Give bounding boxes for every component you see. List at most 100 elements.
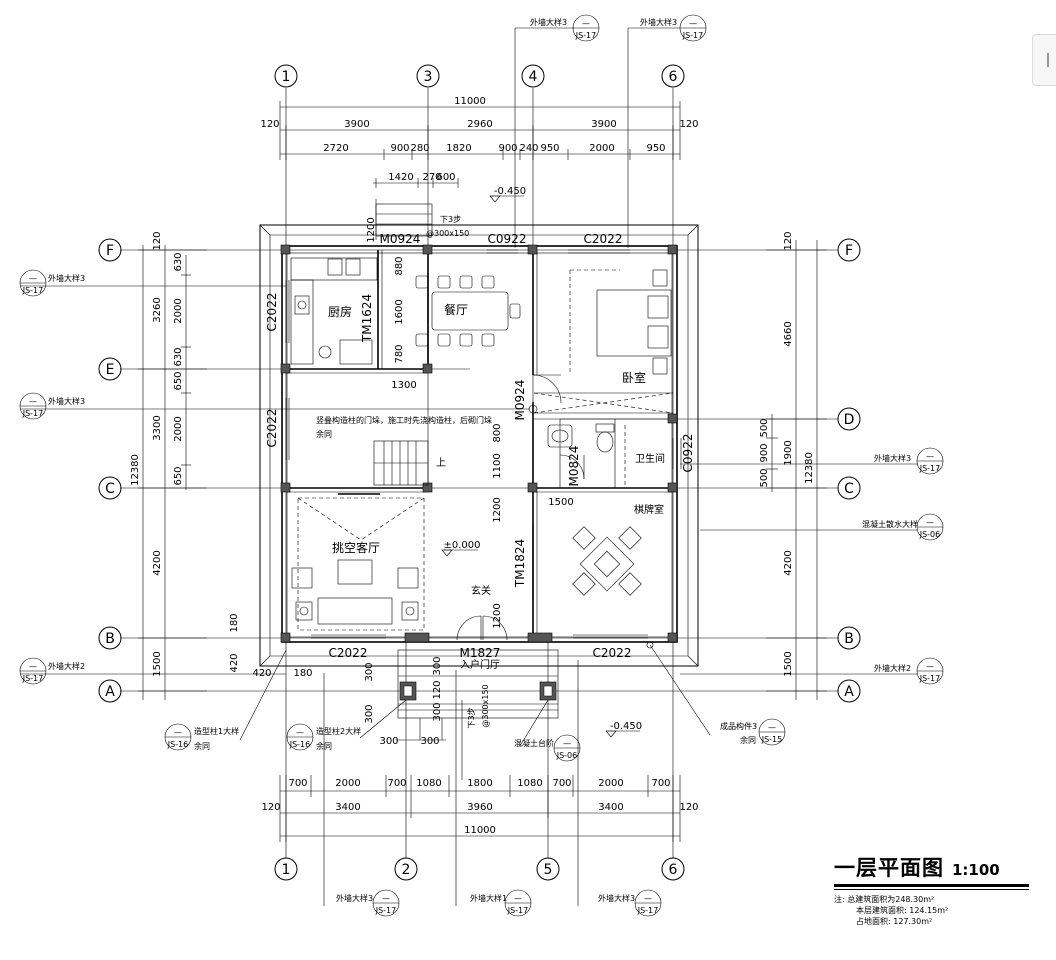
svg-text:3900: 3900 [591,119,616,130]
svg-text:C2022: C2022 [329,646,368,660]
svg-text:—: — [926,662,934,671]
rear-steps [375,199,433,240]
svg-text:420: 420 [252,668,271,679]
svg-text:120: 120 [152,231,163,250]
svg-text:—: — [382,894,390,903]
axis-bubbles-top: 1 3 4 6 [274,64,685,88]
svg-text:±0.000: ±0.000 [443,540,480,551]
svg-text:2000: 2000 [598,778,623,789]
svg-text:JS-17: JS-17 [637,906,659,915]
svg-text:1100: 1100 [492,453,503,478]
side-panel-toggle[interactable] [1032,34,1056,86]
axis-label: 1 [282,69,291,85]
svg-text:外墙大样3: 外墙大样3 [336,893,373,903]
svg-text:M0924: M0924 [513,380,527,421]
svg-text:900: 900 [759,443,770,462]
svg-text:外墙大样2: 外墙大样2 [874,663,911,673]
svg-text:300: 300 [379,736,398,747]
axis-label: 2 [402,862,411,878]
svg-text:—: — [768,723,776,732]
chess-table [572,526,642,596]
svg-text:2000: 2000 [173,298,184,323]
title-main: 一层平面图 [834,856,944,880]
svg-text:3400: 3400 [598,802,623,813]
axis-label: B [105,631,115,647]
svg-text:M1827: M1827 [460,646,501,660]
bathroom-fixtures [547,423,626,488]
eaves-outline [259,224,699,667]
svg-text:180: 180 [293,668,312,679]
svg-text:—: — [926,518,934,527]
svg-text:120: 120 [783,231,794,250]
staircase [373,440,429,486]
living-room-furniture [291,493,425,631]
callout-leaders [20,27,918,906]
svg-text:1500: 1500 [548,497,573,508]
svg-text:下3步: 下3步 [440,215,461,224]
svg-text:—: — [689,19,697,28]
svg-text:—: — [296,728,304,737]
svg-text:造型柱2大样: 造型柱2大样 [316,726,361,736]
room-chess: 棋牌室 [634,503,664,516]
svg-text:280: 280 [410,143,429,154]
svg-text:JS-17: JS-17 [22,674,44,683]
svg-text:2000: 2000 [173,416,184,441]
bedroom-furniture [533,269,674,414]
svg-text:180: 180 [229,613,240,632]
svg-text:880: 880 [394,256,405,275]
room-kitchen: 厨房 [328,304,352,319]
left-dimension-text: 120 3260 3300 4200 1500 12380 630 2000 6… [130,231,184,676]
grid-lines [120,88,838,858]
axis-bubbles-bottom: 1 2 5 6 [274,857,685,881]
svg-text:900: 900 [498,143,517,154]
svg-text:800: 800 [492,423,503,442]
svg-text:630: 630 [173,347,184,366]
misc-dimensions: 1300 1500 1200 880 1600 780 800 1100 120… [229,217,574,747]
note-line: 注: 总建筑面积为248.30m² [834,895,935,904]
room-labels: 厨房 餐厅 卧室 卫生间 棋牌室 挑空客厅 玄关 入户门厅 上 [328,302,665,671]
svg-text:300: 300 [364,704,375,723]
svg-text:TM1824: TM1824 [513,539,527,588]
svg-text:11000: 11000 [454,96,486,107]
svg-text:—: — [29,274,37,283]
svg-text:630: 630 [173,252,184,271]
svg-text:3400: 3400 [335,802,360,813]
svg-text:JS-06: JS-06 [919,530,941,539]
plan-notes: 竖叠构造柱的门垛，施工时先浇构造柱，后砌门垛 余同 下3步 @300x150 下… [316,215,492,729]
svg-text:300: 300 [432,656,443,675]
kitchen-fixtures [290,257,378,365]
svg-text:700: 700 [552,778,571,789]
handle-icon [1047,53,1049,67]
axis-label: C [105,481,115,497]
svg-text:JS-17: JS-17 [22,409,44,418]
axis-label: 6 [669,862,678,878]
axis-label: 3 [424,69,433,85]
svg-text:700: 700 [651,778,670,789]
room-dining: 餐厅 [444,302,468,317]
svg-text:120: 120 [260,119,279,130]
svg-text:混凝土台阶: 混凝土台阶 [514,738,554,748]
svg-text:—: — [582,19,590,28]
svg-text:C2022: C2022 [584,232,623,246]
svg-text:C2022: C2022 [265,293,279,332]
svg-text:4660: 4660 [783,321,794,346]
svg-text:700: 700 [288,778,307,789]
columns [280,244,678,701]
svg-text:1500: 1500 [152,651,163,676]
top-dimensions [279,101,681,188]
svg-text:270: 270 [422,172,441,183]
svg-text:650: 650 [173,466,184,485]
svg-text:11000: 11000 [464,825,496,836]
svg-text:2720: 2720 [323,143,348,154]
svg-text:—: — [174,728,182,737]
svg-text:JS-16: JS-16 [289,740,311,749]
svg-text:1080: 1080 [517,778,542,789]
room-bedroom: 卧室 [622,370,646,385]
svg-text:外墙大样2: 外墙大样2 [48,661,85,671]
svg-text:500: 500 [759,418,770,437]
bottom-dimension-text: 700 2000 700 1080 1800 1080 700 2000 700… [261,778,698,836]
svg-text:1200: 1200 [366,217,377,242]
svg-text:650: 650 [173,371,184,390]
level-labels: -0.450 ±0.000 -0.450 [443,186,642,732]
svg-text:1500: 1500 [783,651,794,676]
